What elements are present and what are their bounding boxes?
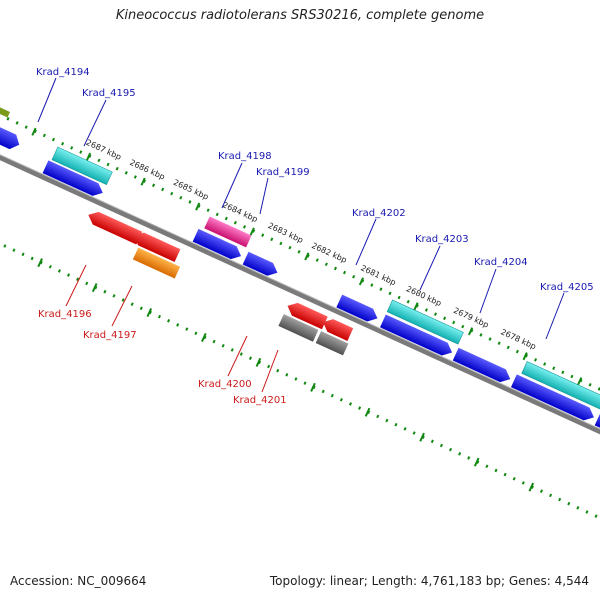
gene-krad-4202[interactable] — [336, 294, 380, 325]
gene-krad-4199[interactable] — [242, 251, 281, 279]
gene-labels-bottom — [65, 264, 279, 393]
gene-label-krad-4201[interactable]: Krad_4201 — [233, 395, 287, 406]
gene-label-krad-4197[interactable]: Krad_4197 — [83, 330, 137, 341]
gene-krad-4198[interactable] — [204, 216, 252, 248]
gene-label-krad-4196[interactable]: Krad_4196 — [38, 309, 92, 320]
gene-labels-top — [37, 77, 565, 340]
gene-krad-4197[interactable] — [132, 247, 181, 279]
gene-label-krad-4194[interactable]: Krad_4194 — [36, 67, 90, 78]
gene-krad-4205-b[interactable] — [510, 374, 597, 423]
gene-krad-4196[interactable] — [85, 209, 143, 245]
gene-label-krad-4199[interactable]: Krad_4199 — [256, 167, 310, 178]
genome-title: Kineococcus radiotolerans SRS30216, comp… — [115, 8, 485, 23]
gene-krad-4195[interactable] — [51, 146, 113, 186]
gene-label-krad-4204[interactable]: Krad_4204 — [474, 257, 528, 268]
gene-krad-4200[interactable] — [285, 300, 328, 330]
gene-krad-4204[interactable] — [452, 347, 513, 386]
gene-label-krad-4198[interactable]: Krad_4198 — [218, 151, 272, 162]
gene-label-krad-4205[interactable]: Krad_4205 — [540, 282, 594, 293]
gene-krad-4195-b[interactable] — [42, 160, 106, 199]
gene-krad-4198-b[interactable] — [192, 228, 244, 263]
gene-label-krad-4200[interactable]: Krad_4200 — [198, 379, 252, 390]
genome-backbone — [0, 138, 600, 460]
gene-krad-4201[interactable] — [278, 314, 319, 342]
gene-krad-4203[interactable] — [386, 299, 464, 345]
tick-label: 2683 kbp — [267, 221, 305, 245]
genome-summary-text: Topology: linear; Length: 4,761,183 bp; … — [269, 574, 589, 588]
tick-label: 2687 kbp — [85, 138, 123, 162]
tick-label: 2680 kbp — [405, 284, 443, 308]
gene-krad-4194-a[interactable] — [0, 115, 23, 152]
tick-label: 2681 kbp — [359, 263, 397, 287]
gene-krad-4201-b[interactable] — [315, 331, 349, 356]
tick-label: 2678 kbp — [499, 327, 537, 351]
tick-label: 2685 kbp — [172, 178, 210, 202]
gene-label-krad-4195[interactable]: Krad_4195 — [82, 88, 136, 99]
gene-label-krad-4202[interactable]: Krad_4202 — [352, 208, 406, 219]
scale-track-bottom — [0, 210, 600, 530]
gene-krad-4196-b[interactable] — [131, 229, 181, 262]
gene-krad-4200-b[interactable] — [320, 316, 354, 341]
gene-features-top — [0, 99, 600, 446]
accession-text: Accession: NC_009664 — [10, 574, 147, 588]
scale-track-top — [0, 104, 600, 424]
gene-features-bottom — [85, 209, 600, 529]
gene-krad-4203-b[interactable] — [380, 314, 455, 359]
tick-label: 2682 kbp — [310, 241, 348, 265]
gene-krad-4205[interactable] — [521, 361, 600, 412]
tick-label: 2684 kbp — [221, 200, 259, 224]
gene-label-krad-4203[interactable]: Krad_4203 — [415, 234, 469, 245]
scale-ticks — [31, 127, 583, 492]
tick-label: 2686 kbp — [128, 158, 166, 182]
tick-label: 2679 kbp — [452, 306, 490, 330]
